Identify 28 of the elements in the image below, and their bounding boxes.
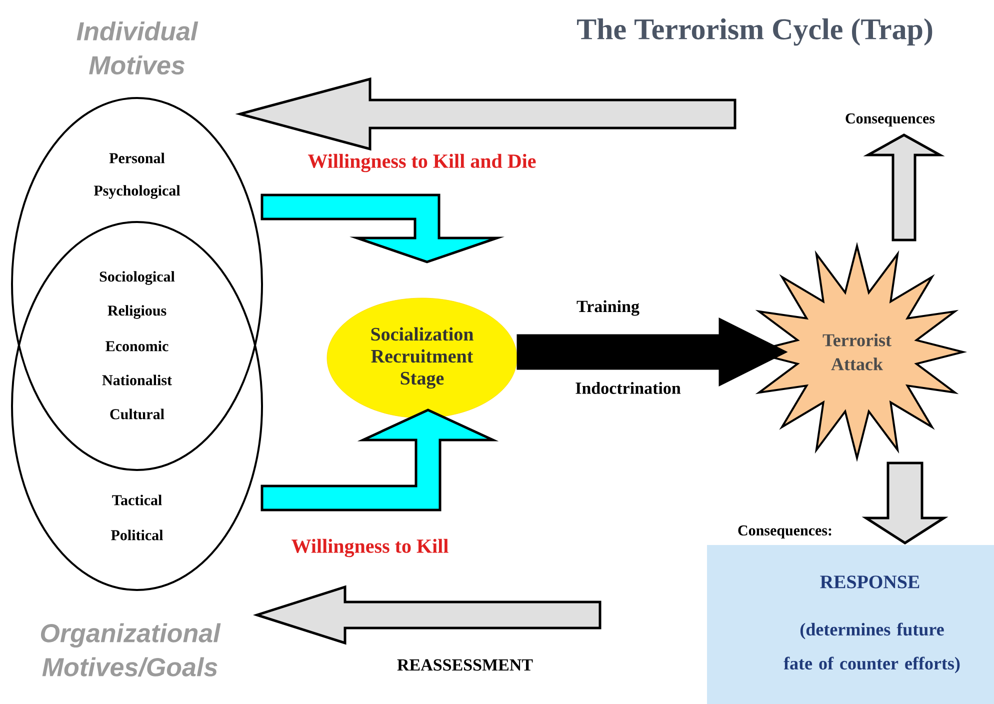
- list-item: Religious: [108, 305, 166, 319]
- edge-label: Willingness to Kill: [292, 538, 448, 558]
- block-arrow: [260, 194, 504, 264]
- heading: Individual Motives: [76, 21, 198, 75]
- block-arrow: [235, 77, 736, 151]
- consequences-label: Consequences: [846, 113, 935, 127]
- block-arrow: [252, 585, 602, 645]
- arrow-caption: Indoctrination: [576, 382, 681, 394]
- edge-label: REASSESSMENT: [397, 659, 533, 671]
- list-item: Sociological: [100, 271, 175, 285]
- block-arrow: [516, 317, 788, 386]
- edge-label: Willingness to Kill and Die: [308, 154, 536, 172]
- list-item: Tactical: [112, 494, 162, 506]
- list-item: Psychological: [94, 185, 180, 199]
- response-text: (determines future fate of counter efforts): [784, 622, 960, 674]
- list-item: Personal: [109, 152, 165, 164]
- list-item: Economic: [106, 340, 168, 352]
- block-arrow: [260, 408, 499, 512]
- response-heading: RESPONSE: [820, 576, 920, 588]
- heading: Consequences:: [738, 525, 832, 539]
- list-item: Nationalist: [102, 374, 172, 386]
- block-arrow: [863, 134, 945, 242]
- block-arrow: [862, 462, 948, 544]
- edge-label: Training: [576, 300, 640, 316]
- title: The Terrorism Cycle (Trap): [577, 18, 932, 46]
- list-item: Political: [111, 530, 163, 540]
- heading: Organizational Motives/Goals: [41, 623, 221, 677]
- list-item: Cultural: [110, 408, 164, 420]
